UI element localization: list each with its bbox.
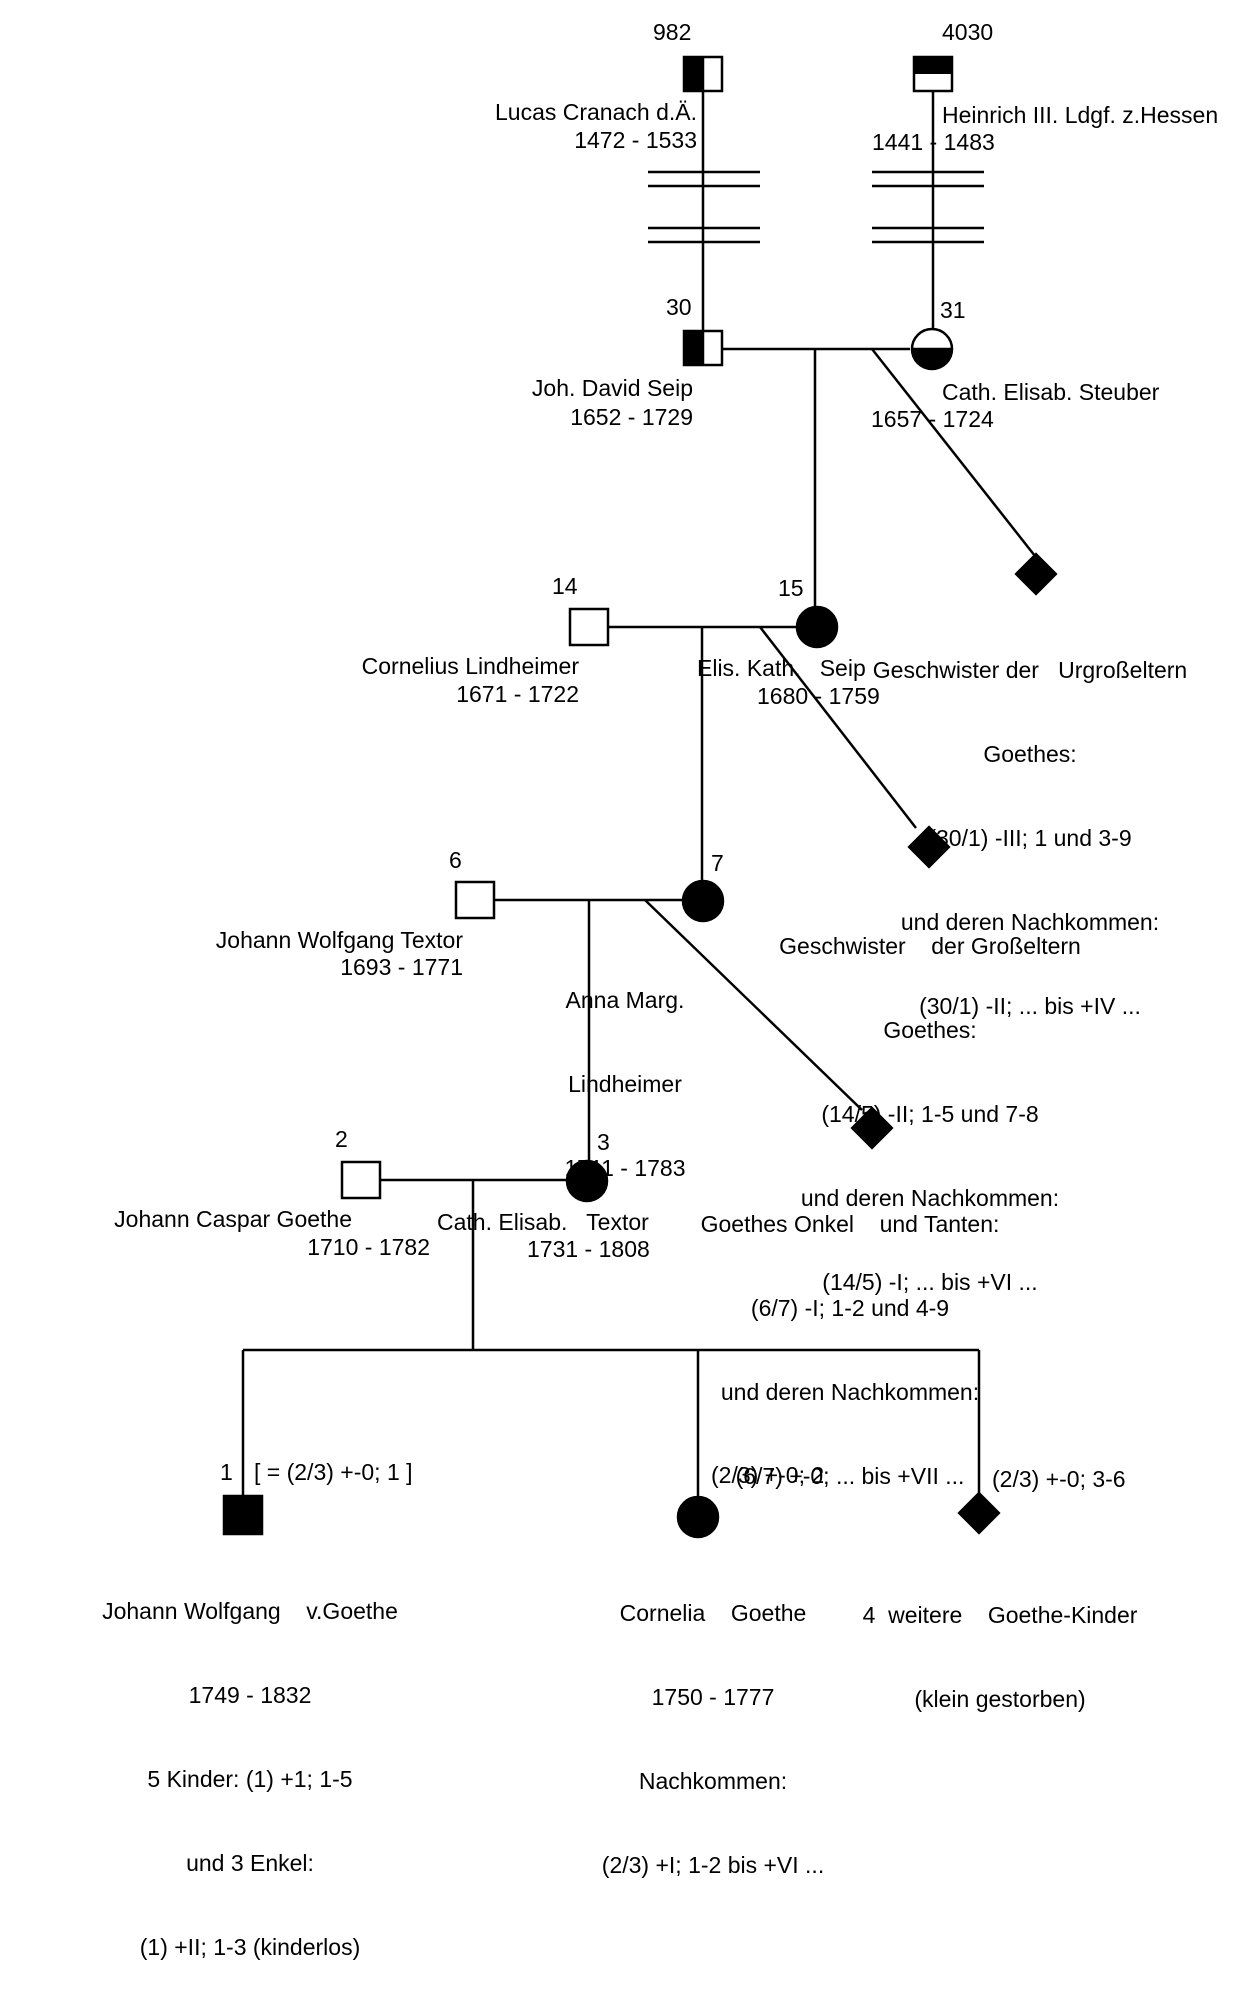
text-line: (6/7) -I; 1-2 und 4-9 <box>750 1295 950 1321</box>
diamond-uncles-aunts <box>850 1106 894 1150</box>
person-name: Cath. Elisab. Textor <box>437 1209 649 1235</box>
person-number: 15 <box>778 575 804 601</box>
male-symbol-goethe <box>222 1494 264 1536</box>
text-line: (klein gestorben) <box>914 1686 1086 1712</box>
text-line: (14/5) -II; 1-5 und 7-8 <box>821 1101 1039 1127</box>
person-name: Heinrich III. Ldgf. z.Hessen <box>942 102 1219 128</box>
text-line: (14/5) -I; ... bis +VI ... <box>822 1269 1038 1295</box>
person-name: Lucas Cranach d.Ä. <box>494 99 697 125</box>
diamond-siblings-urgross <box>1014 552 1058 596</box>
relation-code: (2/3) +-0; 2 <box>711 1462 825 1488</box>
diamond-other-children <box>957 1491 1001 1535</box>
person-name: Johann Caspar Goethe <box>114 1206 352 1232</box>
person-number: 3 <box>597 1129 610 1155</box>
person-dates: 1441 - 1483 <box>872 129 995 155</box>
female-symbol-31 <box>910 327 954 371</box>
text-line: und deren Nachkommen: <box>900 909 1160 935</box>
text-line: Anna Marg. <box>565 987 685 1013</box>
text-line: (2/3) +I; 1-2 bis +VI ... <box>601 1852 825 1878</box>
person-number: 7 <box>711 850 724 876</box>
text-line: und 3 Enkel: <box>186 1850 314 1876</box>
text-line: und deren Nachkommen: <box>800 1185 1060 1211</box>
descent-line-uncles <box>644 899 863 1111</box>
male-symbol-6 <box>454 880 496 920</box>
person-name: Cath. Elisab. Steuber <box>942 379 1160 405</box>
person-dates: 1749 - 1832 <box>188 1682 312 1708</box>
text-line: Geschwister der Urgroßeltern <box>872 657 1188 683</box>
goethe-label: Johann Wolfgang v.Goethe 1749 - 1832 5 K… <box>40 1541 460 1989</box>
person-number: 14 <box>552 573 578 599</box>
person-name: Elis. Kath. Seip <box>697 655 866 681</box>
cornelia-label: Cornelia Goethe 1750 - 1777 Nachkommen: … <box>548 1543 878 1907</box>
person-name: 4 weitere Goethe-Kinder <box>862 1602 1138 1628</box>
siblings-urgrosseltern-label: Geschwister der Urgroßeltern Goethes: (3… <box>830 600 1230 1048</box>
text-line: (6/7) +-0; ... bis +VII ... <box>735 1463 965 1489</box>
text-line: Lindheimer <box>568 1071 682 1097</box>
person-dates: 1657 - 1724 <box>871 406 994 432</box>
other-children-label: 4 weitere Goethe-Kinder (klein gestorben… <box>840 1545 1160 1741</box>
person-number: 982 <box>653 19 692 45</box>
person-name: Johann Wolfgang Textor <box>215 927 463 953</box>
uncles-aunts-label: Goethes Onkel und Tanten: (6/7) -I; 1-2 … <box>650 1154 1050 1518</box>
male-symbol-4030 <box>912 55 954 93</box>
diamond-siblings-gross <box>907 825 951 869</box>
person-name: Cornelius Lindheimer <box>361 653 579 679</box>
text-line: Goethes: <box>983 741 1077 767</box>
person-number: 2 <box>335 1126 348 1152</box>
person-name: Cornelia Goethe <box>619 1600 807 1626</box>
text-line: Goethes Onkel und Tanten: <box>700 1211 1000 1237</box>
text-line: 5 Kinder: (1) +1; 1-5 <box>147 1766 353 1792</box>
person-dates: 1731 - 1808 <box>527 1236 650 1262</box>
person-dates: 1671 - 1722 <box>456 681 579 707</box>
text-line: (30/1) -III; 1 und 3-9 <box>928 825 1132 851</box>
person-name: Joh. David Seip <box>531 375 693 401</box>
person-dates: 1693 - 1771 <box>340 954 463 980</box>
text-line: Geschwister der Großeltern <box>779 933 1081 959</box>
text-line: Nachkommen: <box>638 1768 788 1794</box>
descent-line-siblings-gross <box>759 626 917 829</box>
male-symbol-2 <box>340 1160 382 1200</box>
person-number: 30 <box>666 294 692 320</box>
person-dates: 1472 - 1533 <box>574 127 697 153</box>
person-number: 6 <box>449 847 462 873</box>
relation-code: [ = (2/3) +-0; 1 ] <box>254 1459 413 1485</box>
siblings-grosseltern-label: Geschwister der Großeltern Goethes: (14/… <box>730 876 1130 1324</box>
person-number: 1 <box>220 1459 233 1485</box>
male-symbol-14 <box>568 607 610 647</box>
person-dates: 1710 - 1782 <box>307 1234 430 1260</box>
person-number: 4030 <box>942 19 994 45</box>
text-line: Goethes: <box>883 1017 977 1043</box>
relation-code: (2/3) +-0; 3-6 <box>992 1466 1126 1492</box>
pedigree-diagram <box>222 55 1058 1539</box>
person-name: Johann Wolfgang v.Goethe <box>102 1598 398 1624</box>
person-number: 31 <box>940 297 966 323</box>
text-line: (1) +II; 1-3 (kinderlos) <box>139 1934 361 1960</box>
person-dates: 1711 - 1783 <box>564 1155 686 1181</box>
female-symbol-3 <box>565 1159 609 1203</box>
text-line: (30/1) -II; ... bis +IV ... <box>919 993 1141 1019</box>
generation-break-marks <box>648 170 984 244</box>
text-line: und deren Nachkommen: <box>720 1379 980 1405</box>
person-dates: 1680 - 1759 <box>757 683 880 709</box>
female-symbol-7 <box>681 879 725 923</box>
male-symbol-30 <box>682 329 724 367</box>
female-symbol-cornelia <box>676 1495 720 1539</box>
female-symbol-15 <box>795 605 839 649</box>
male-symbol-982 <box>682 55 724 93</box>
person-name: Anna Marg. Lindheimer 1711 - 1783 <box>540 930 710 1210</box>
person-dates: 1652 - 1729 <box>570 404 693 430</box>
descent-line-siblings-urgross <box>871 348 1036 557</box>
person-dates: 1750 - 1777 <box>651 1684 775 1710</box>
